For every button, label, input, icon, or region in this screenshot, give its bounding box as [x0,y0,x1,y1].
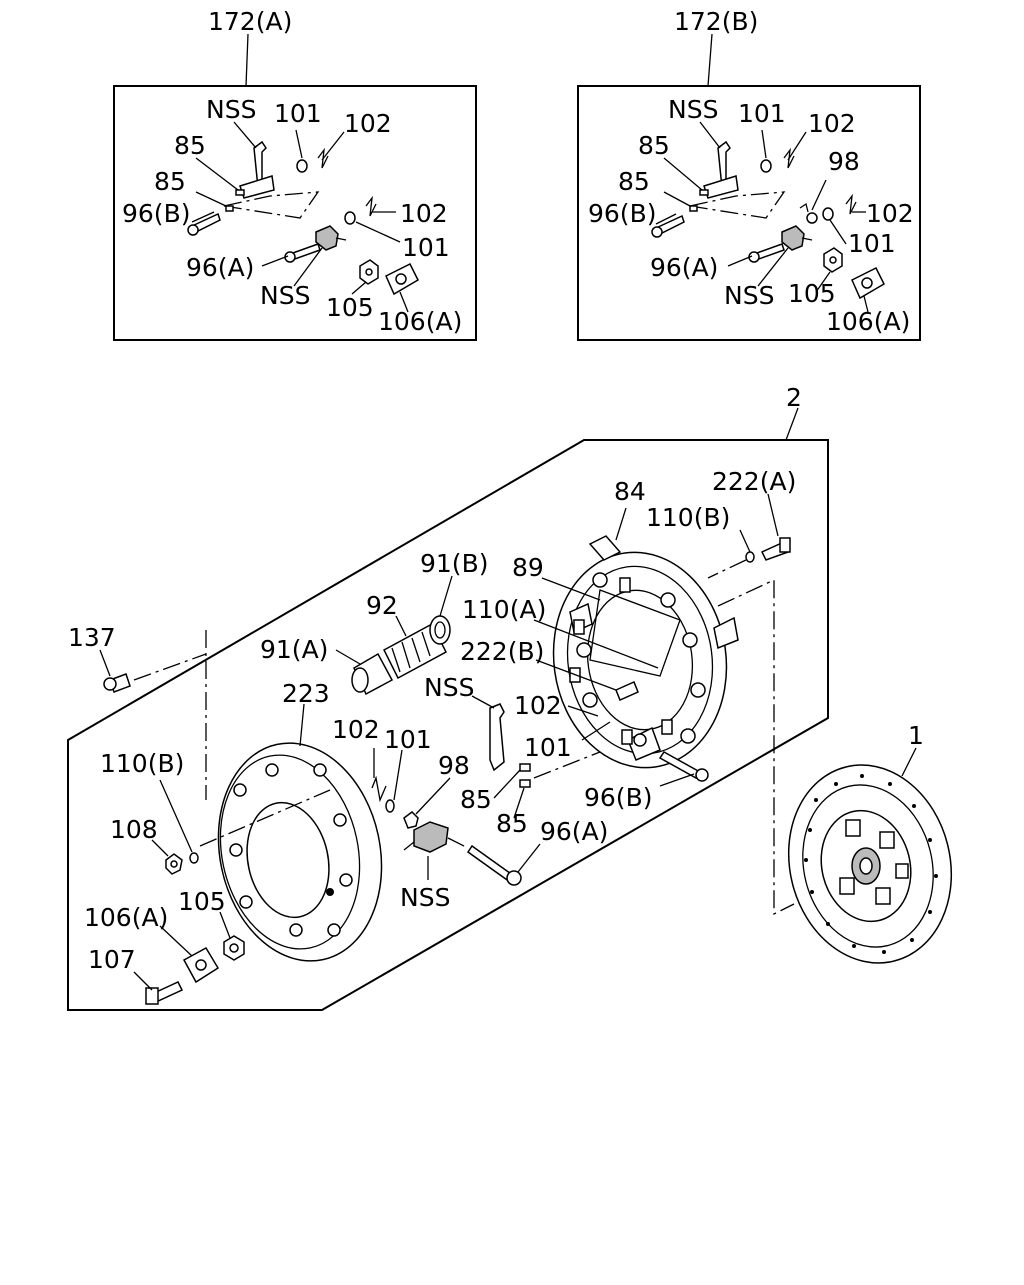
label-91b: 91(B) [420,549,488,578]
label-107: 107 [88,945,136,974]
label-106a: 106(A) [826,307,910,336]
label-98: 98 [828,147,860,176]
label-102: 102 [400,199,448,228]
label-96b: 96(B) [584,783,652,812]
label-108: 108 [110,815,158,844]
label-102: 102 [514,691,562,720]
label-106a: 106(A) [378,307,462,336]
assembly-title: 2 [786,383,802,412]
label-101: 101 [738,99,786,128]
label-96b: 96(B) [122,199,190,228]
label-222a: 222(A) [712,467,796,496]
label-nss: NSS [400,883,450,912]
inset-172b-title: 172(B) [674,7,758,36]
label-101: 101 [524,733,572,762]
label-nss: NSS [206,95,256,124]
label-105: 105 [788,279,836,308]
nss-block-part [781,225,805,251]
label-85: 85 [496,809,528,838]
label-137: 137 [68,623,116,652]
inset-172b-frame [577,85,921,341]
label-96a: 96(A) [186,253,254,282]
label-101: 101 [848,229,896,258]
label-96a: 96(A) [650,253,718,282]
nss-block-part [315,225,339,251]
adjuster-assembly [351,615,451,696]
label-91a: 91(A) [260,635,328,664]
pressure-plate-cover [552,535,739,769]
label-102: 102 [866,199,914,228]
clutch-disc-part: 1 [717,578,953,964]
label-105: 105 [178,887,226,916]
main-assembly: 2 [67,383,829,1011]
assembly-frame [67,439,829,1011]
inset-172a-frame [113,85,477,341]
label-102: 102 [332,715,380,744]
label-110b: 110(B) [100,749,184,778]
label-nss: NSS [724,281,774,310]
label-96b: 96(B) [588,199,656,228]
label-nss: NSS [424,673,474,702]
label-110b: 110(B) [646,503,730,532]
label-85: 85 [460,785,492,814]
label-102: 102 [808,109,856,138]
label-222b: 222(B) [460,637,544,666]
label-85: 85 [174,131,206,160]
inset-172b: 172(B) NSS 101 [577,7,921,341]
label-89: 89 [512,553,544,582]
label-85: 85 [638,131,670,160]
label-98: 98 [438,751,470,780]
label-nss: NSS [668,95,718,124]
label-1: 1 [908,721,924,750]
label-85: 85 [154,167,186,196]
label-106a: 106(A) [84,903,168,932]
label-96a: 96(A) [540,817,608,846]
label-92: 92 [366,591,398,620]
inset-172a-title: 172(A) [208,7,292,36]
inset-172a: 172(A) [113,7,477,341]
label-85: 85 [618,167,650,196]
release-lever-part [489,703,505,772]
label-84: 84 [614,477,646,506]
label-110a: 110(A) [462,595,546,624]
label-101: 101 [384,725,432,754]
label-223: 223 [282,679,330,708]
label-nss: NSS [260,281,310,310]
label-101: 101 [402,233,450,262]
label-105: 105 [326,293,374,322]
label-102: 102 [344,109,392,138]
flywheel-part [217,742,383,962]
label-101: 101 [274,99,322,128]
